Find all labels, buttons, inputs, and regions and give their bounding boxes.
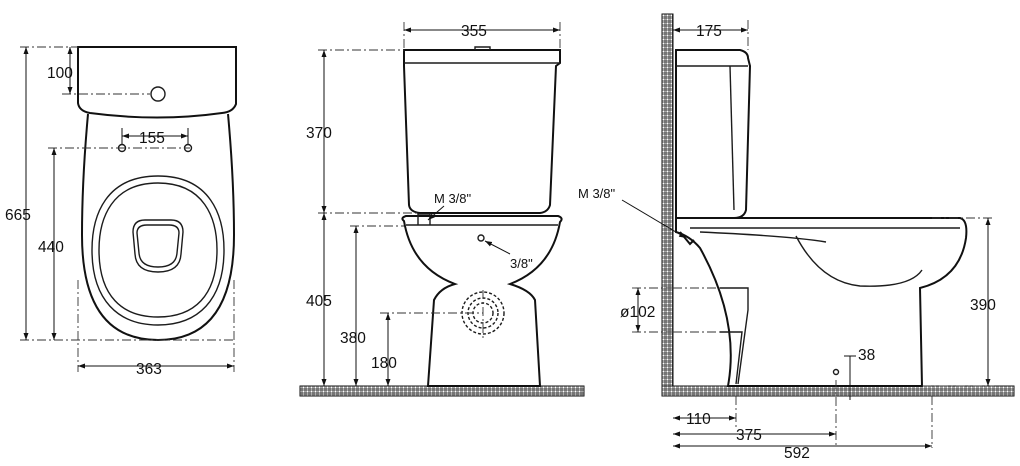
top-seat-ring — [91, 175, 225, 326]
dim-label-355: 355 — [461, 23, 487, 40]
label-water-inlet: 3/8" — [510, 256, 533, 271]
dim-label-155: 155 — [139, 130, 165, 147]
flush-button-circle — [150, 86, 166, 102]
wall-side — [661, 13, 674, 397]
dim-label-440: 440 — [38, 239, 64, 256]
label-side-inlet-thread: M 3/8" — [578, 186, 616, 201]
dim-label-363: 363 — [136, 361, 162, 378]
dim-label-390: 390 — [970, 297, 996, 314]
dim-label-380: 380 — [340, 330, 366, 347]
dim-label-outlet-diameter: ø102 — [620, 304, 655, 321]
side-view: 175 M 3/8" ø102 390 38 110 375 592 — [578, 13, 1015, 462]
front-view: 355 370 405 380 180 M 3/8" 3/8" — [299, 22, 585, 397]
top-view: 665 100 155 440 363 — [5, 46, 237, 378]
dim-label-370: 370 — [306, 125, 332, 142]
top-bowl-opening — [132, 219, 184, 273]
dim-label-100: 100 — [47, 65, 73, 82]
dim-label-665: 665 — [5, 207, 31, 224]
dim-label-405: 405 — [306, 293, 332, 310]
front-tank — [403, 49, 561, 214]
dim-label-592: 592 — [784, 445, 810, 462]
floor-fixing-point — [832, 368, 840, 376]
dim-label-38: 38 — [858, 347, 875, 364]
floor-front — [299, 385, 585, 397]
dim-label-175: 175 — [696, 23, 722, 40]
inlet-hole-front — [477, 234, 485, 242]
side-trap — [720, 287, 749, 385]
top-tank-outline — [77, 46, 237, 119]
side-tank — [675, 49, 752, 219]
dim-label-180: 180 — [371, 355, 397, 372]
side-bowl — [675, 217, 968, 387]
front-bowl — [401, 215, 563, 387]
floor-side — [661, 385, 1015, 397]
label-tank-inlet-thread: M 3/8" — [434, 191, 472, 206]
dim-label-375: 375 — [736, 427, 762, 444]
dim-label-110: 110 — [686, 411, 711, 428]
